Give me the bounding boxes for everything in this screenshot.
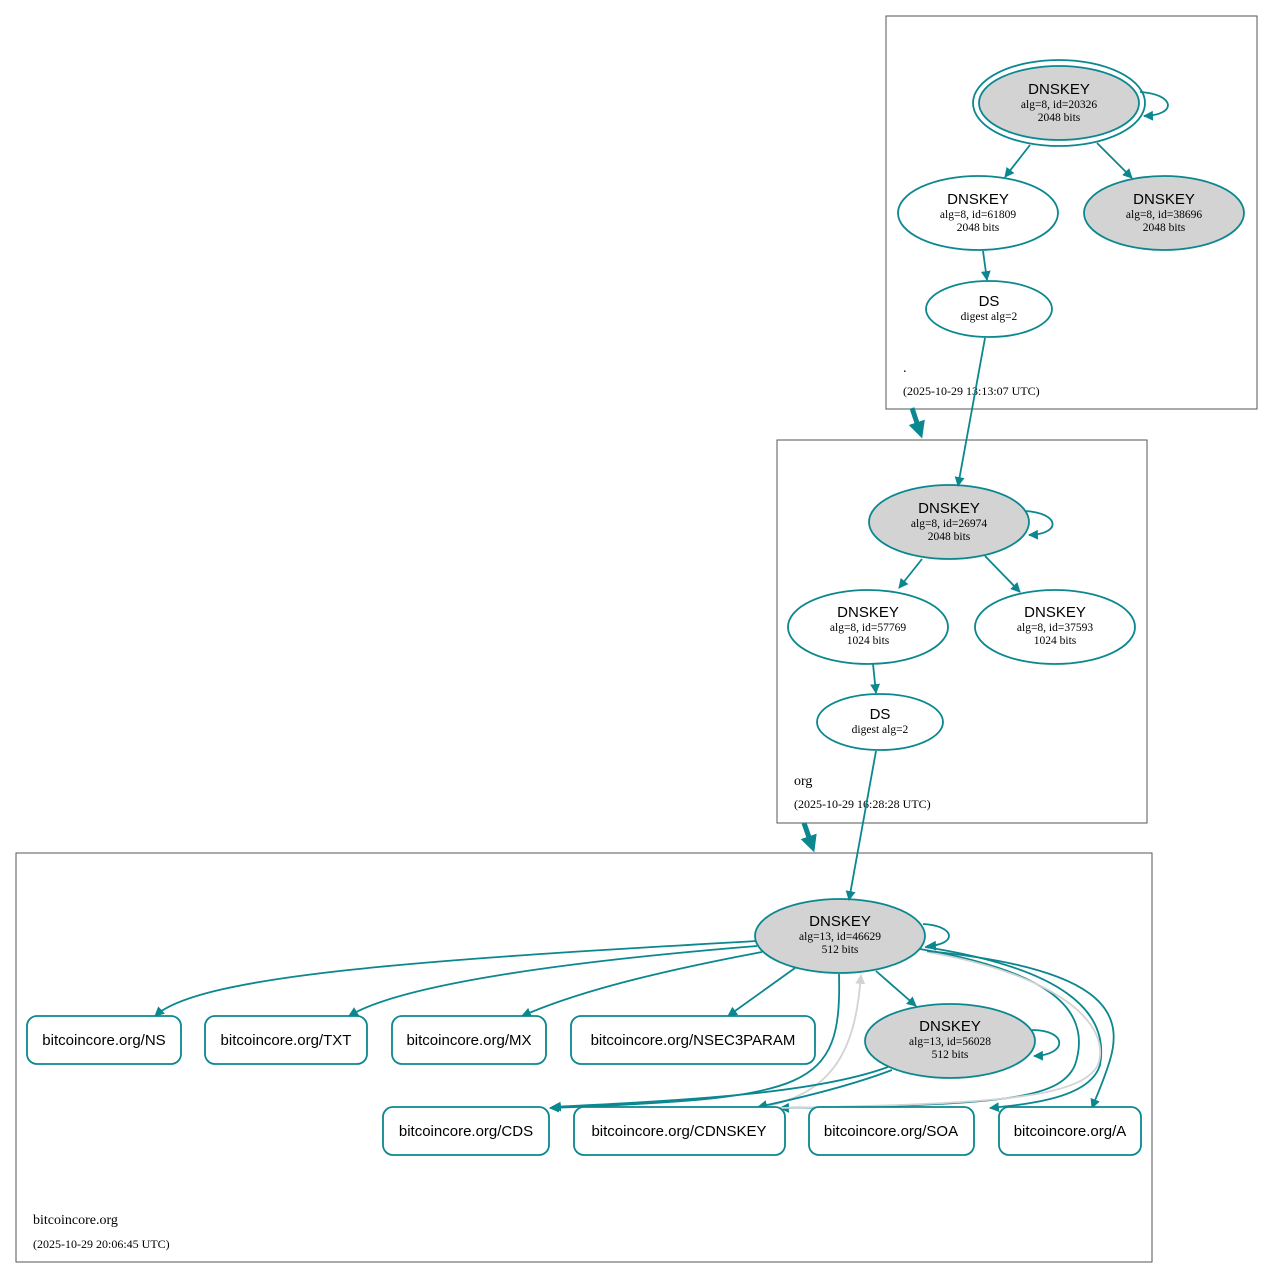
rrset-label: bitcoincore.org/A (1014, 1123, 1127, 1140)
rrset-label: bitcoincore.org/CDNSKEY (591, 1123, 766, 1140)
key-params: alg=8, id=38696 (1126, 209, 1202, 221)
key-params: alg=8, id=20326 (1021, 99, 1097, 111)
rrset-label: bitcoincore.org/SOA (824, 1123, 958, 1140)
edge-root-ksk-self (1139, 91, 1169, 121)
key-params: alg=8, id=57769 (830, 622, 906, 634)
rrset-label: bitcoincore.org/CDS (399, 1123, 533, 1140)
root-dnskey-38696[interactable]: DNSKEY alg=8, id=38696 2048 bits (1083, 175, 1245, 251)
zone-root-timestamp: (2025-10-29 13:13:07 UTC) (903, 384, 1040, 398)
zone-root-name: . (903, 361, 907, 376)
rrset-txt[interactable]: bitcoincore.org/TXT (204, 1015, 368, 1065)
rrset-cdnskey[interactable]: bitcoincore.org/CDNSKEY (573, 1106, 786, 1156)
org-dnskey-57769[interactable]: DNSKEY alg=8, id=57769 1024 bits (787, 589, 949, 665)
rrset-label: bitcoincore.org/TXT (221, 1032, 352, 1049)
key-title: DNSKEY (1133, 191, 1195, 208)
key-size: 1024 bits (847, 635, 890, 647)
key-params: alg=8, id=26974 (911, 518, 987, 530)
delegation-edges (800, 337, 986, 901)
rrset-label: bitcoincore.org/NS (42, 1032, 165, 1049)
delegation-arrow-org-bitcoincore (800, 822, 817, 853)
key-title: DNSKEY (919, 1018, 981, 1035)
key-size: 2048 bits (957, 222, 1000, 234)
key-title: DNSKEY (918, 500, 980, 517)
key-title: DNSKEY (1028, 81, 1090, 98)
key-title: DNSKEY (809, 913, 871, 930)
key-size: 512 bits (932, 1049, 969, 1061)
edge-org-ksk-57769 (898, 558, 923, 589)
ds-digest: digest alg=2 (852, 724, 909, 736)
edge-root-ds-to-org-ksk (954, 337, 986, 487)
bitcoincore-edges (154, 923, 1115, 1113)
edge-org-zsk-ds (870, 663, 881, 694)
edge-root-zsk-ds (980, 250, 991, 281)
zone-bitcoincore-name: bitcoincore.org (33, 1213, 118, 1228)
edge-ksk-a (926, 950, 1115, 1109)
zone-bitcoincore: bitcoincore.org (2025-10-29 20:06:45 UTC… (15, 852, 1153, 1263)
zone-org: org (2025-10-29 16:28:28 UTC) DNSKEY alg… (776, 439, 1148, 824)
ds-title: DS (979, 293, 1000, 310)
key-size: 2048 bits (928, 531, 971, 543)
edge-ksk-cds (549, 973, 841, 1113)
edge-56028-cds (551, 1066, 889, 1112)
ds-title: DS (870, 706, 891, 723)
key-title: DNSKEY (947, 191, 1009, 208)
root-dnskey-61809[interactable]: DNSKEY alg=8, id=61809 2048 bits (897, 175, 1059, 251)
ds-digest: digest alg=2 (961, 311, 1018, 323)
org-dnskey-37593[interactable]: DNSKEY alg=8, id=37593 1024 bits (974, 589, 1136, 665)
key-params: alg=8, id=61809 (940, 209, 1016, 221)
org-dnskey-26974[interactable]: DNSKEY alg=8, id=26974 2048 bits (868, 484, 1030, 560)
edge-56028-cdnskey (757, 1069, 893, 1110)
root-ds[interactable]: DS digest alg=2 (925, 280, 1053, 338)
key-title: DNSKEY (837, 604, 899, 621)
edge-bc-ksk-self (922, 923, 950, 951)
key-params: alg=8, id=37593 (1017, 622, 1093, 634)
edge-org-ksk-37593 (984, 555, 1021, 593)
bitcoincore-dnskey-46629[interactable]: DNSKEY alg=13, id=46629 512 bits (754, 898, 926, 974)
edge-root-ksk-38696 (1096, 142, 1133, 179)
rrset-label: bitcoincore.org/NSEC3PARAM (591, 1032, 796, 1049)
rrset-nsec3param[interactable]: bitcoincore.org/NSEC3PARAM (570, 1015, 816, 1065)
edge-ksk-txt (348, 945, 758, 1017)
rrset-ns[interactable]: bitcoincore.org/NS (26, 1015, 182, 1065)
key-size: 2048 bits (1038, 112, 1081, 124)
rrset-cds[interactable]: bitcoincore.org/CDS (382, 1106, 550, 1156)
edge-ksk-56028 (875, 970, 917, 1007)
key-params: alg=13, id=56028 (909, 1036, 991, 1048)
zone-org-name: org (794, 774, 812, 789)
edge-56028-self (1031, 1029, 1061, 1061)
root-dnskey-20326[interactable]: DNSKEY alg=8, id=20326 2048 bits (972, 59, 1146, 147)
edge-root-ksk-zsk (1004, 144, 1031, 178)
key-params: alg=13, id=46629 (799, 931, 881, 943)
rrset-a[interactable]: bitcoincore.org/A (998, 1106, 1142, 1156)
edge-ksk-mx (521, 951, 763, 1017)
delegation-arrow-root-org (908, 407, 925, 439)
edge-ksk-nsec3param (727, 967, 796, 1017)
key-size: 1024 bits (1034, 635, 1077, 647)
key-title: DNSKEY (1024, 604, 1086, 621)
org-ds[interactable]: DS digest alg=2 (816, 693, 944, 751)
edge-gray-loop (779, 951, 1102, 1109)
rrset-soa[interactable]: bitcoincore.org/SOA (808, 1106, 975, 1156)
edge-org-ds-to-bitcoincore-ksk (845, 750, 877, 901)
zone-org-timestamp: (2025-10-29 16:28:28 UTC) (794, 797, 931, 811)
edge-org-ksk-self (1024, 510, 1054, 540)
key-size: 512 bits (822, 944, 859, 956)
bitcoincore-dnskey-56028[interactable]: DNSKEY alg=13, id=56028 512 bits (864, 1003, 1036, 1079)
key-size: 2048 bits (1143, 222, 1186, 234)
rrset-label: bitcoincore.org/MX (406, 1032, 531, 1049)
zone-bitcoincore-timestamp: (2025-10-29 20:06:45 UTC) (33, 1237, 170, 1251)
rrset-mx[interactable]: bitcoincore.org/MX (391, 1015, 547, 1065)
zone-root: . (2025-10-29 13:13:07 UTC) DNSKEY alg=8… (885, 15, 1258, 410)
edge-ksk-ns (154, 940, 758, 1017)
